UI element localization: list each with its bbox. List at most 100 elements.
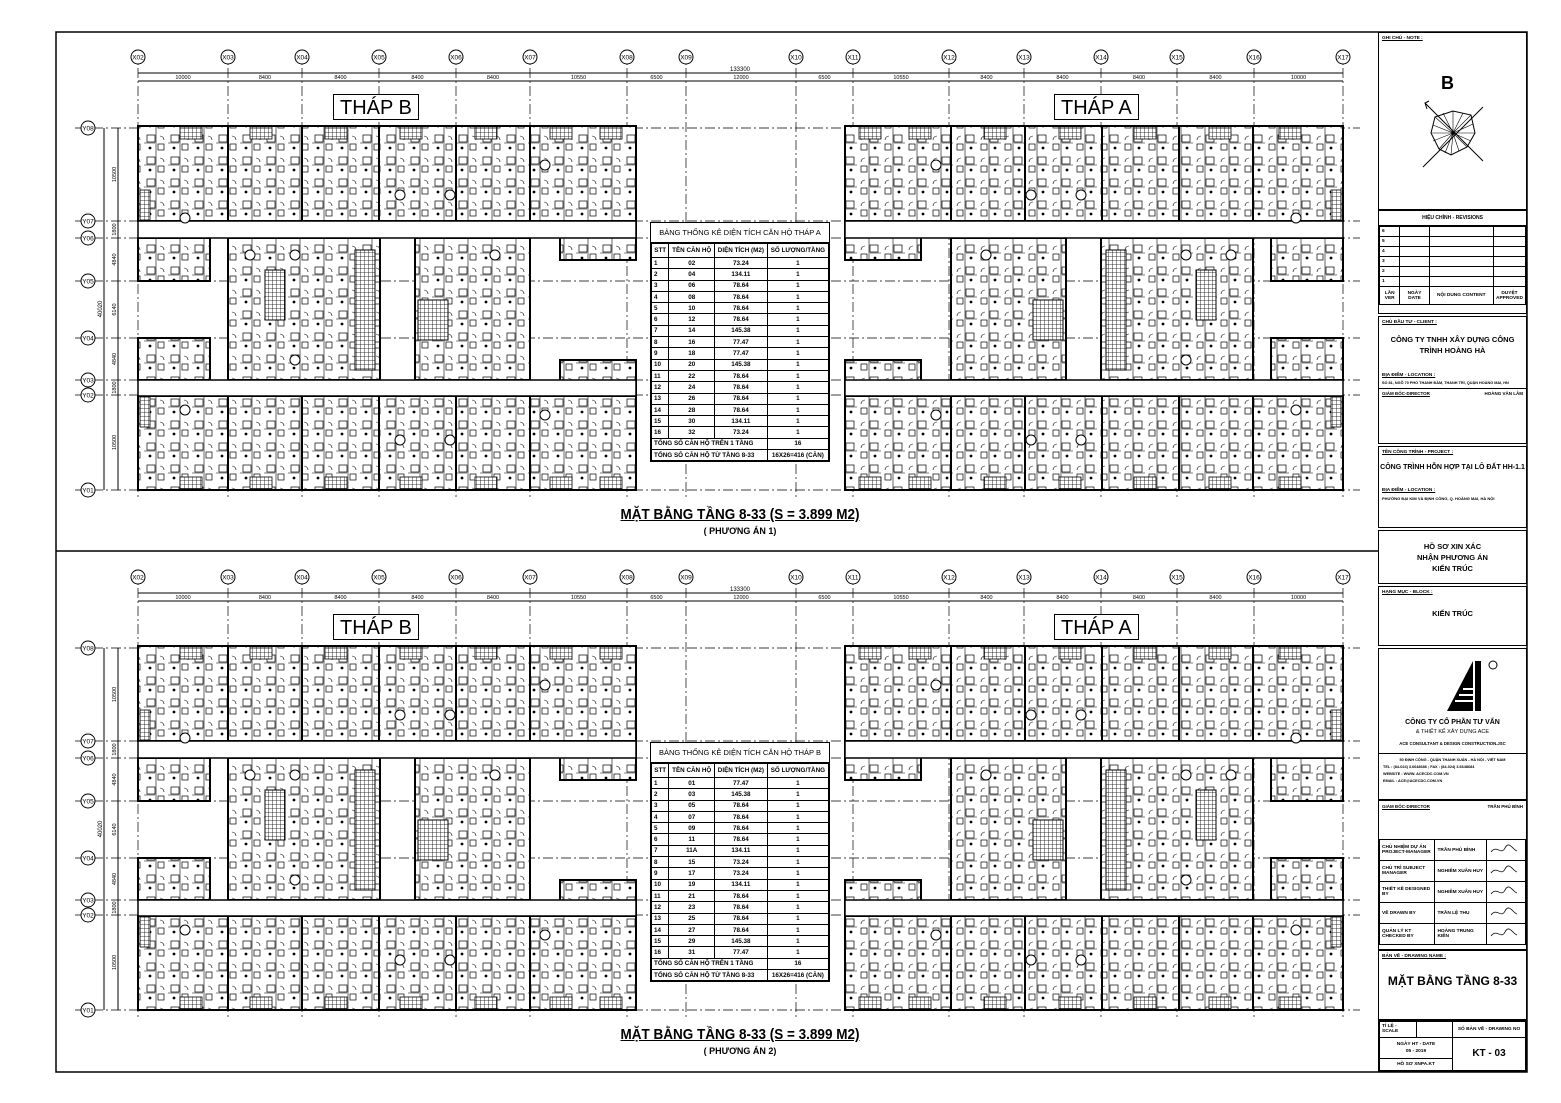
company-tel: TEL : (84-024) 3.6648686 ; FAX : (84-024… (1383, 765, 1475, 769)
table-cell: 1 (766, 426, 830, 439)
dimension-label: 8400 (259, 595, 271, 601)
table-cell: 78.64 (713, 833, 768, 846)
balcony-hatch (858, 476, 882, 490)
balcony-hatch (1208, 476, 1232, 490)
balcony-hatch (858, 126, 882, 140)
company-website: WEBSITE : WWW. ACECDC.COM.VN (1383, 772, 1449, 776)
balcony-hatch (549, 996, 573, 1010)
unit-number-marker (394, 954, 406, 966)
dimension-label: 10500 (112, 955, 118, 970)
dimension-label: 10500 (112, 167, 118, 182)
grid-bubble (220, 49, 236, 65)
grid-label-y: Y07 (82, 219, 94, 226)
unit-number-marker (179, 404, 191, 416)
company-logo (1447, 660, 1498, 711)
table-cell: 04 (668, 268, 715, 281)
apartment-wing (137, 237, 211, 282)
table-header: DIỆN TÍCH (M2) (713, 763, 768, 778)
plan-subtitle: ( PHƯƠNG ÁN 2) (703, 1046, 777, 1056)
revisions-title: HIỆU CHỈNH - REVISIONS (1379, 211, 1526, 226)
dimension-label: 8400 (411, 75, 423, 81)
table-cell: 1 (766, 369, 830, 383)
unit-number-marker (1180, 769, 1192, 781)
grid-bubble (522, 49, 538, 65)
grid-label-x: X14 (1095, 575, 1107, 582)
dimension-label: 4840 (112, 253, 118, 265)
grid-bubble (80, 482, 96, 498)
balcony-hatch (1058, 996, 1082, 1010)
table-cell: 145.38 (713, 358, 768, 371)
table-cell: 1 (766, 279, 830, 292)
dimension-label: 8400 (980, 75, 992, 81)
balcony-hatch (1058, 126, 1082, 140)
corridor (844, 740, 1344, 759)
revision-row: 6 (1378, 226, 1527, 237)
table-cell: 32 (668, 426, 715, 439)
grid-label-y: Y04 (82, 336, 94, 343)
table-cell: 14 (668, 324, 715, 338)
total-label: TỔNG SỐ CĂN HỘ TỪ TẦNG 8-33 (651, 449, 768, 462)
table-cell: 5 (650, 302, 670, 315)
table-cell: 7 (650, 844, 670, 858)
table-cell: 10 (650, 358, 670, 371)
revision-row: 4 (1378, 246, 1527, 257)
grid-bubble (80, 850, 96, 866)
table-cell: 1 (766, 358, 830, 371)
unit-number-marker (179, 732, 191, 744)
grid-bubble (788, 49, 804, 65)
dimension-label: 6500 (650, 595, 662, 601)
unit-number-marker (1075, 709, 1087, 721)
unit-number-marker (980, 249, 992, 261)
director-label: GIÁM ĐỐC-DIRECTOR (1382, 804, 1430, 809)
dimension-label: 8400 (1209, 595, 1221, 601)
balcony-hatch (474, 646, 498, 660)
grid-label-x: X03 (222, 575, 234, 582)
revision-header: DUYỆT APPROVED (1492, 286, 1527, 305)
balcony-hatch (249, 646, 273, 660)
table-cell: 26 (668, 392, 715, 405)
dimension-label: 8400 (1056, 595, 1068, 601)
table-cell: 73.24 (713, 426, 768, 439)
project-location-label: ĐỊA ĐIỂM - LOCATION : (1382, 488, 1436, 493)
balcony-hatch (1133, 476, 1157, 490)
unit-number-marker (444, 954, 456, 966)
table-cell: 23 (668, 901, 715, 914)
unit-number-marker (539, 679, 551, 691)
balcony-hatch (139, 916, 151, 948)
grid-bubble (80, 907, 96, 923)
corridor (137, 220, 637, 239)
balcony-hatch (399, 476, 423, 490)
personnel-role: THIẾT KẾ DESIGNED BY (1378, 881, 1436, 903)
stair-core (1195, 269, 1217, 321)
table-cell: 18 (668, 347, 715, 360)
corridor (844, 220, 1344, 239)
table-cell: 14 (650, 923, 670, 937)
stair-core (264, 789, 286, 841)
grid-label-x: X03 (222, 55, 234, 62)
grid-bubble (1016, 49, 1032, 65)
tower-a-plan (844, 645, 1344, 1011)
table-cell: 78.64 (713, 313, 768, 326)
grid-label-x: X02 (132, 575, 144, 582)
balcony-hatch (1208, 646, 1232, 660)
apartment-wing (137, 395, 637, 491)
personnel-role: VẼ DRAWN BY (1378, 902, 1436, 924)
grid-label-y: Y02 (82, 913, 94, 920)
personnel-role: CHỦ TRÌ SUBJECT MANAGER (1378, 860, 1436, 882)
tower-b-plan (137, 645, 637, 1011)
balcony-hatch (179, 996, 203, 1010)
drawing-name-label: BẢN VẼ - DRAWING NAME : (1382, 954, 1446, 959)
signature (1485, 923, 1527, 945)
grid-label-y: Y05 (82, 279, 94, 286)
